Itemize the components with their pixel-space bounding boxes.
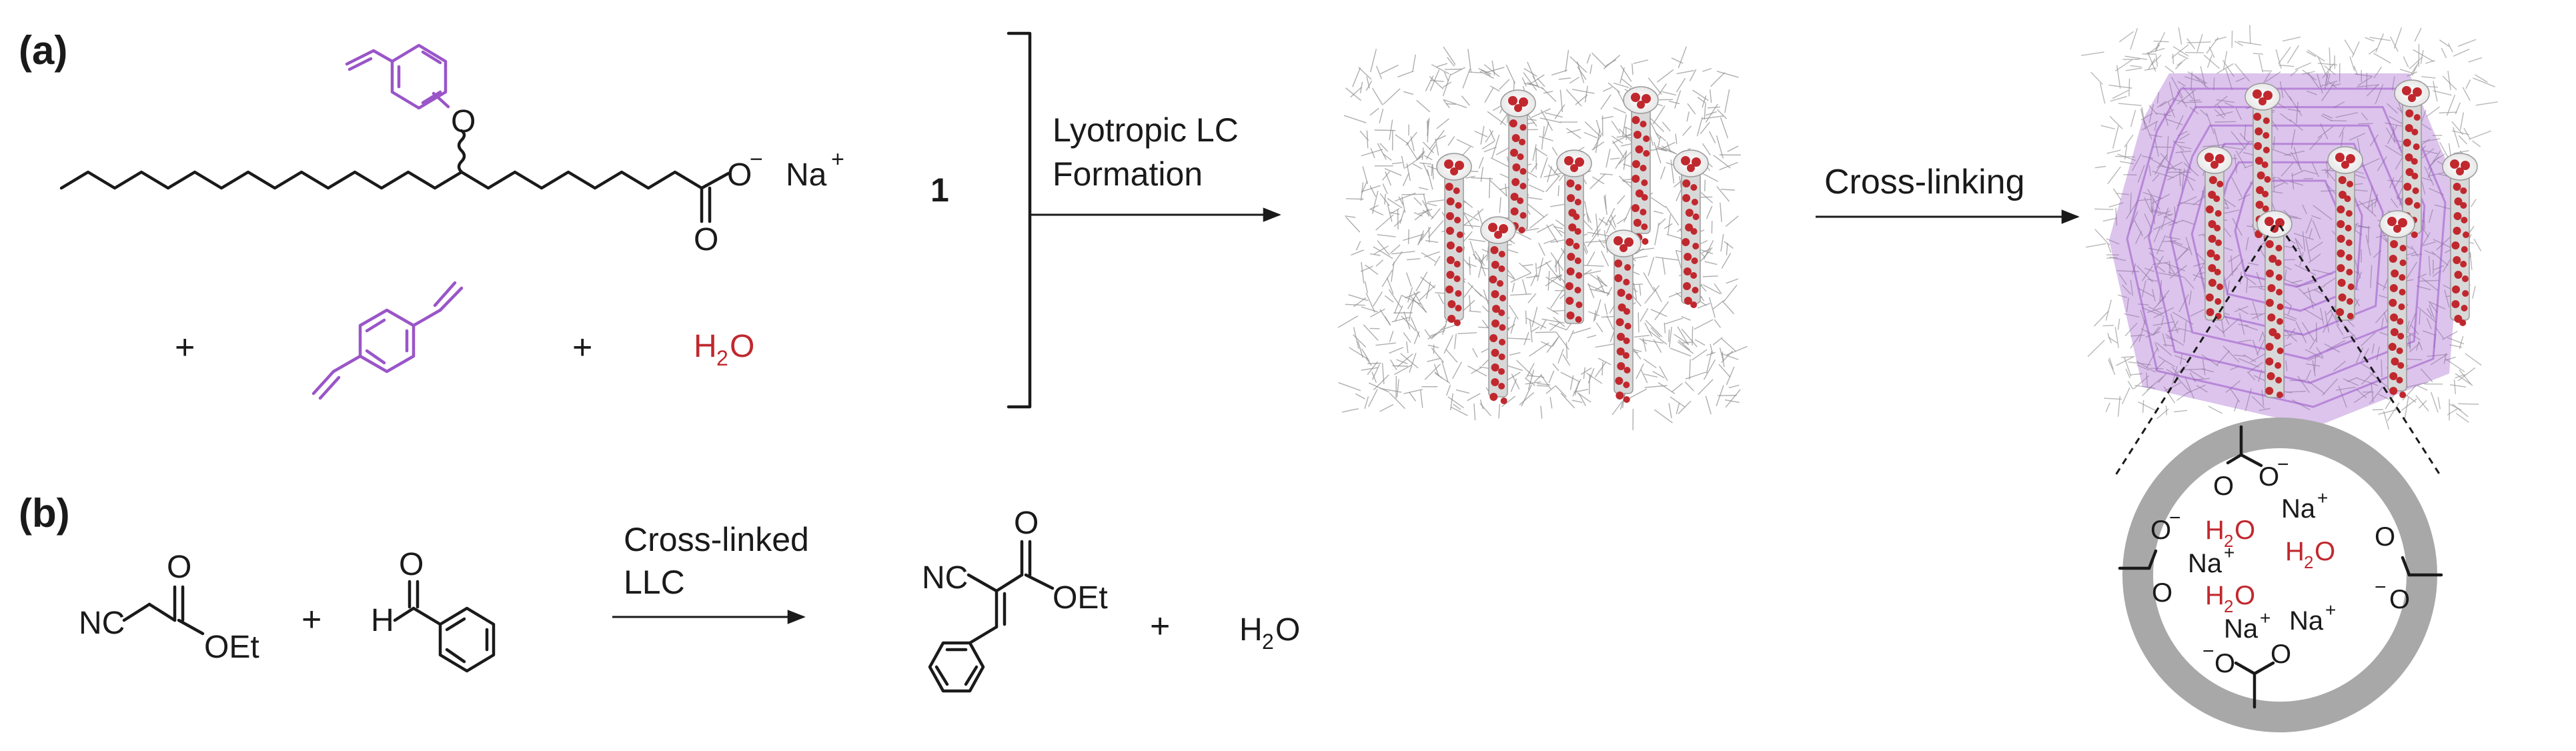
- water-b-o: O: [1275, 612, 1300, 648]
- carboxylate-oxygen: O: [727, 157, 752, 193]
- pore-na-1: Na: [2281, 494, 2316, 524]
- pore-o-8: O: [2271, 640, 2291, 669]
- arrow-label-line1: Lyotropic LC: [1053, 111, 1239, 149]
- carboxylate-charge: −: [750, 147, 763, 172]
- reactant-bracket: [1007, 31, 1032, 409]
- panel-b-label: (b): [19, 491, 70, 536]
- crosslinking-label: Cross-linking: [1824, 163, 2025, 201]
- aldehyde-h: H: [371, 603, 394, 638]
- water-reagent: H 2 O: [694, 329, 754, 370]
- pore-o-1: O: [2213, 472, 2234, 501]
- water-b-h: H: [1239, 612, 1263, 648]
- pore-water-o-2: O: [2315, 537, 2335, 566]
- pore-plus-4: +: [2325, 600, 2336, 620]
- pore-water-o-1: O: [2234, 516, 2255, 545]
- pore-minus-1: −: [2277, 454, 2289, 476]
- crosslinking-arrow: Cross-linking: [1816, 163, 2080, 224]
- ester-carbonyl-o: O: [167, 550, 191, 585]
- product-carbonyl-o: O: [1014, 506, 1039, 541]
- pore-closeup: O O − Na + O − O H 2 O Na + H 2 O O O − …: [2118, 418, 2443, 732]
- product-oet: OEt: [1053, 580, 1108, 616]
- pore-o-3: O: [2150, 516, 2171, 545]
- pore-water-sub-3: 2: [2224, 596, 2233, 616]
- arrow-b-line1: Cross-linked: [624, 521, 809, 558]
- sodium-counterion: Na: [786, 157, 827, 193]
- pore-o-7: O: [2214, 649, 2235, 678]
- sodium-charge: +: [831, 147, 844, 172]
- ether-oxygen: O: [451, 104, 476, 139]
- knoevenagel-product: NC O OEt: [922, 506, 1108, 693]
- plus-sign-1: +: [175, 328, 195, 367]
- pore-na-3: Na: [2224, 614, 2259, 644]
- plus-sign-b1: +: [301, 600, 321, 639]
- panel-a-label: (a): [19, 28, 67, 73]
- compound-number: 1: [930, 171, 949, 209]
- crosslinked-llc-image: [2081, 25, 2498, 430]
- pore-o-5: O: [2375, 522, 2395, 552]
- benzaldehyde: O H: [371, 547, 496, 673]
- arrow-b-line2: LLC: [624, 564, 685, 601]
- aldehyde-o: O: [399, 547, 424, 582]
- zoom-line-right: [2279, 225, 2441, 476]
- pore-water-o-3: O: [2234, 581, 2255, 610]
- arrow-label-line2: Formation: [1053, 155, 1203, 193]
- cyano-group: NC: [79, 606, 125, 641]
- water-o: O: [730, 329, 754, 364]
- pore-plus-3: +: [2260, 608, 2271, 628]
- divinylbenzene: [311, 281, 464, 400]
- pore-minus-3: −: [2375, 576, 2387, 598]
- lc-formation-arrow: Lyotropic LC Formation: [1030, 111, 1281, 222]
- zoom-line-left: [2114, 225, 2276, 476]
- pore-water-sub-2: 2: [2304, 552, 2313, 572]
- pore-na-2: Na: [2188, 549, 2222, 578]
- pore-o-6: O: [2389, 585, 2410, 614]
- plus-sign-b2: +: [1150, 607, 1170, 646]
- ester-oet: OEt: [204, 630, 259, 665]
- pore-plus-2: +: [2224, 542, 2234, 563]
- water-product: H 2 O: [1239, 612, 1300, 654]
- pore-minus-2: −: [2169, 507, 2181, 529]
- carbonyl-oxygen: O: [694, 222, 718, 257]
- pore-plus-1: +: [2317, 488, 2328, 508]
- pore-o-2: O: [2259, 462, 2279, 492]
- ethyl-cyanoacetate: NC O OEt: [79, 550, 259, 665]
- pore-water-h-3: H: [2205, 581, 2224, 610]
- pore-water-h-1: H: [2205, 516, 2224, 545]
- pore-na-4: Na: [2289, 606, 2324, 636]
- water-b-sub: 2: [1262, 630, 1274, 654]
- water-h: H: [694, 329, 717, 364]
- pore-o-4: O: [2152, 578, 2172, 608]
- pore-water-h-2: H: [2285, 537, 2305, 566]
- llc-catalysis-arrow: Cross-linked LLC: [612, 521, 809, 624]
- pore-water-sub-1: 2: [2224, 531, 2233, 551]
- surfactant-molecule: O O − Na + 1 O: [59, 43, 949, 257]
- pore-minus-4: −: [2202, 640, 2214, 662]
- water-sub: 2: [716, 346, 728, 370]
- llc-assembly-image: [1337, 46, 1748, 431]
- plus-sign-2: +: [572, 328, 592, 367]
- product-cyano: NC: [922, 560, 968, 596]
